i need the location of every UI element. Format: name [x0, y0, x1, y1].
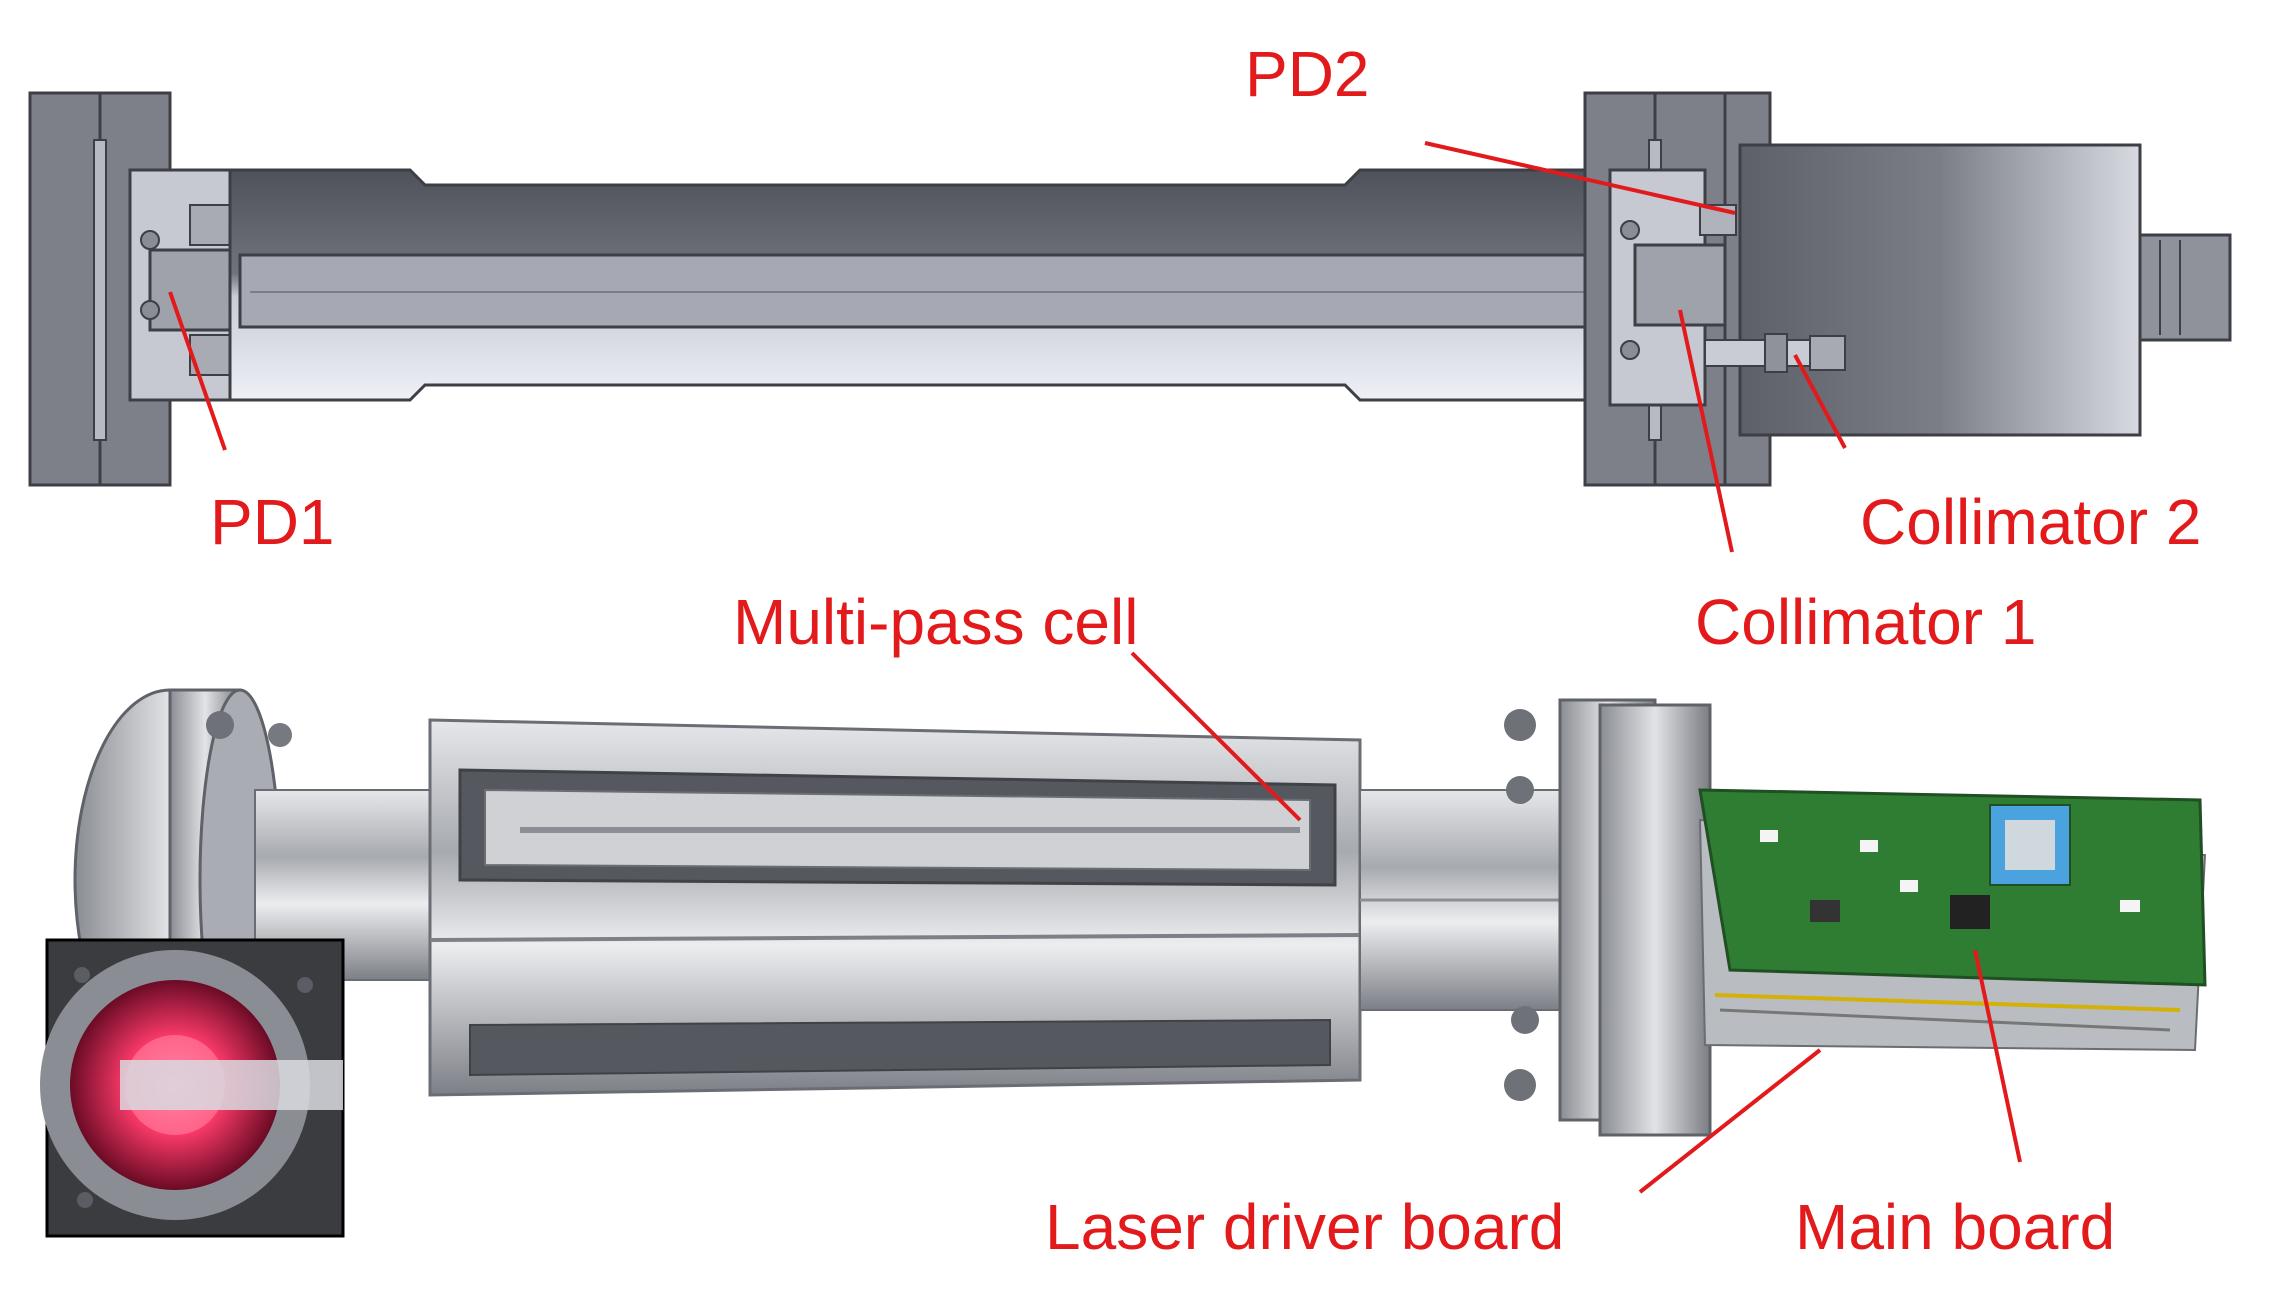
leader-pd2	[1424, 141, 1736, 215]
label-collimator1: Collimator 1	[1695, 586, 2037, 658]
leader-main-board	[1973, 949, 2022, 1163]
leader-pd1	[168, 291, 227, 451]
leader-lines	[168, 141, 2022, 1194]
cad-cross-section-icon	[28, 91, 2232, 487]
laser-glow-inset-icon	[40, 938, 345, 1238]
label-collimator2: Collimator 2	[1860, 486, 2202, 558]
label-main-board: Main board	[1795, 1191, 2116, 1263]
label-laser-driver: Laser driver board	[1045, 1191, 1565, 1263]
leader-collimator2	[1793, 354, 1847, 449]
instrument-photo-icon	[73, 688, 2207, 1137]
label-pd2: PD2	[1245, 38, 1370, 110]
label-pd1: PD1	[210, 486, 335, 558]
leader-collimator1	[1678, 309, 1734, 553]
leader-laser-driver	[1638, 1048, 1822, 1194]
leader-multipass	[1130, 651, 1302, 822]
label-multipass: Multi-pass cell	[733, 586, 1139, 658]
